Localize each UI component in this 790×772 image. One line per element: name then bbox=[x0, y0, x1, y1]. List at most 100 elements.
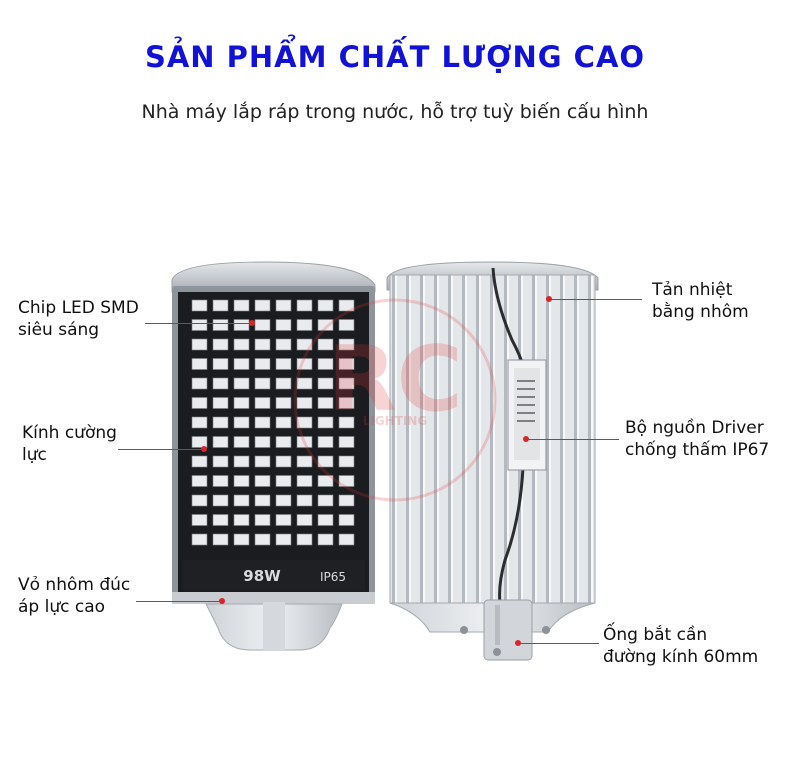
led-chip bbox=[317, 299, 334, 312]
led-chip bbox=[296, 358, 313, 370]
led-chip bbox=[212, 514, 229, 526]
led-chip bbox=[212, 455, 229, 468]
svg-text:RC: RC bbox=[327, 327, 462, 432]
led-chip bbox=[254, 416, 271, 429]
ip-rating-label: IP65 bbox=[320, 570, 346, 584]
led-chip bbox=[296, 377, 313, 390]
led-chip bbox=[212, 377, 229, 390]
led-chip bbox=[275, 514, 292, 526]
led-chip bbox=[317, 514, 334, 526]
led-chip bbox=[296, 533, 313, 546]
led-chip bbox=[275, 377, 292, 390]
led-chip bbox=[212, 397, 229, 409]
led-chip bbox=[233, 299, 250, 312]
led-chip bbox=[275, 455, 292, 468]
led-chip bbox=[233, 514, 250, 526]
led-chip bbox=[254, 455, 271, 468]
led-chip bbox=[338, 397, 355, 409]
led-chip bbox=[233, 338, 250, 351]
callout-chip-led: Chip LED SMD siêu sáng bbox=[18, 297, 139, 341]
led-chip bbox=[338, 338, 355, 351]
led-chip bbox=[338, 494, 355, 507]
led-chip bbox=[296, 455, 313, 468]
led-chip bbox=[191, 358, 208, 370]
callout-driver-line1: Bộ nguồn Driver bbox=[625, 418, 764, 438]
led-chip bbox=[317, 358, 334, 370]
led-chip bbox=[338, 358, 355, 370]
led-chip bbox=[296, 436, 313, 448]
callout-glass-line1: Kính cường bbox=[22, 423, 117, 443]
led-chip bbox=[317, 533, 334, 546]
led-chip bbox=[254, 397, 271, 409]
led-chip bbox=[275, 338, 292, 351]
led-chip bbox=[317, 397, 334, 409]
led-chip bbox=[233, 397, 250, 409]
led-chip bbox=[254, 436, 271, 448]
callout-chip-led-line2: siêu sáng bbox=[18, 320, 100, 340]
led-chip bbox=[254, 299, 271, 312]
led-chip bbox=[212, 338, 229, 351]
led-chip bbox=[275, 358, 292, 370]
led-chip bbox=[233, 455, 250, 468]
led-chip bbox=[275, 397, 292, 409]
led-chip bbox=[338, 436, 355, 448]
led-chip bbox=[191, 533, 208, 546]
led-chip bbox=[338, 416, 355, 429]
led-chip bbox=[317, 416, 334, 429]
page-title: SẢN PHẨM CHẤT LƯỢNG CAO bbox=[144, 40, 646, 74]
callout-glass: Kính cường lực bbox=[22, 422, 117, 466]
led-chip bbox=[191, 475, 208, 487]
watermark-text: LIGHTING bbox=[363, 414, 428, 428]
led-chip bbox=[254, 514, 271, 526]
led-chip bbox=[191, 514, 208, 526]
callout-driver: Bộ nguồn Driver chống thấm IP67 bbox=[625, 417, 769, 461]
callout-mount-line1: Ống bắt cần bbox=[603, 625, 708, 645]
led-chip bbox=[233, 377, 250, 390]
led-chip bbox=[275, 416, 292, 429]
led-chip bbox=[233, 319, 250, 331]
callout-housing: Vỏ nhôm đúc áp lực cao bbox=[18, 574, 130, 618]
led-chip bbox=[338, 455, 355, 468]
led-chip bbox=[191, 397, 208, 409]
led-chip bbox=[254, 358, 271, 370]
callout-chip-led-dot bbox=[249, 320, 255, 326]
led-chip bbox=[254, 377, 271, 390]
led-chip bbox=[254, 338, 271, 351]
led-chip bbox=[275, 299, 292, 312]
callout-heatsink-line1: Tản nhiệt bbox=[652, 280, 733, 300]
callout-driver-dot bbox=[523, 436, 529, 442]
led-chip bbox=[275, 319, 292, 331]
led-chip bbox=[338, 319, 355, 331]
led-chip bbox=[212, 475, 229, 487]
led-chip bbox=[233, 358, 250, 370]
led-chip bbox=[275, 436, 292, 448]
callout-heatsink-dot bbox=[546, 296, 552, 302]
led-chip bbox=[254, 494, 271, 507]
callout-glass-line2: lực bbox=[22, 445, 47, 465]
led-chip bbox=[233, 436, 250, 448]
callout-mount-dot bbox=[515, 640, 521, 646]
led-chip bbox=[296, 514, 313, 526]
led-chip bbox=[296, 494, 313, 507]
led-chip bbox=[275, 494, 292, 507]
led-chip bbox=[191, 338, 208, 351]
callout-glass-line bbox=[118, 449, 204, 450]
led-chip bbox=[233, 533, 250, 546]
led-chip bbox=[338, 299, 355, 312]
led-chip bbox=[212, 416, 229, 429]
callout-driver-line bbox=[527, 439, 619, 440]
callout-glass-dot bbox=[201, 446, 207, 452]
led-chip bbox=[317, 455, 334, 468]
led-chip bbox=[317, 475, 334, 487]
callout-mount: Ống bắt cần đường kính 60mm bbox=[603, 624, 758, 668]
led-chip bbox=[317, 436, 334, 448]
callout-housing-line2: áp lực cao bbox=[18, 597, 106, 617]
page-subtitle: Nhà máy lắp ráp trong nước, hỗ trợ tuỳ b… bbox=[141, 101, 649, 123]
led-chip bbox=[296, 416, 313, 429]
led-chip bbox=[296, 397, 313, 409]
led-chip bbox=[233, 494, 250, 507]
led-chip bbox=[254, 533, 271, 546]
lamp-front-view: 98W IP65 bbox=[171, 261, 376, 651]
led-chip bbox=[191, 416, 208, 429]
